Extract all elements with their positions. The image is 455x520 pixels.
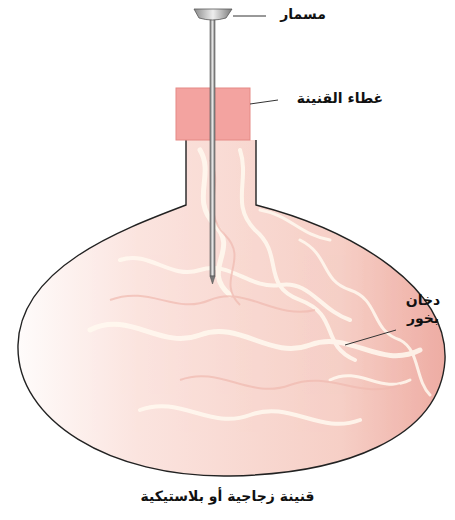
figure-caption: قنينة زجاجية أو بلاستيكية [20, 488, 435, 506]
part-label: مسمار [268, 6, 338, 24]
leader-lines [233, 16, 396, 345]
incense-smoke [0, 140, 455, 480]
part-label: غطاء القنينة [280, 90, 400, 108]
nail [194, 9, 232, 284]
bottle-outline [18, 140, 445, 476]
part-label: دخان بخور [396, 292, 450, 327]
